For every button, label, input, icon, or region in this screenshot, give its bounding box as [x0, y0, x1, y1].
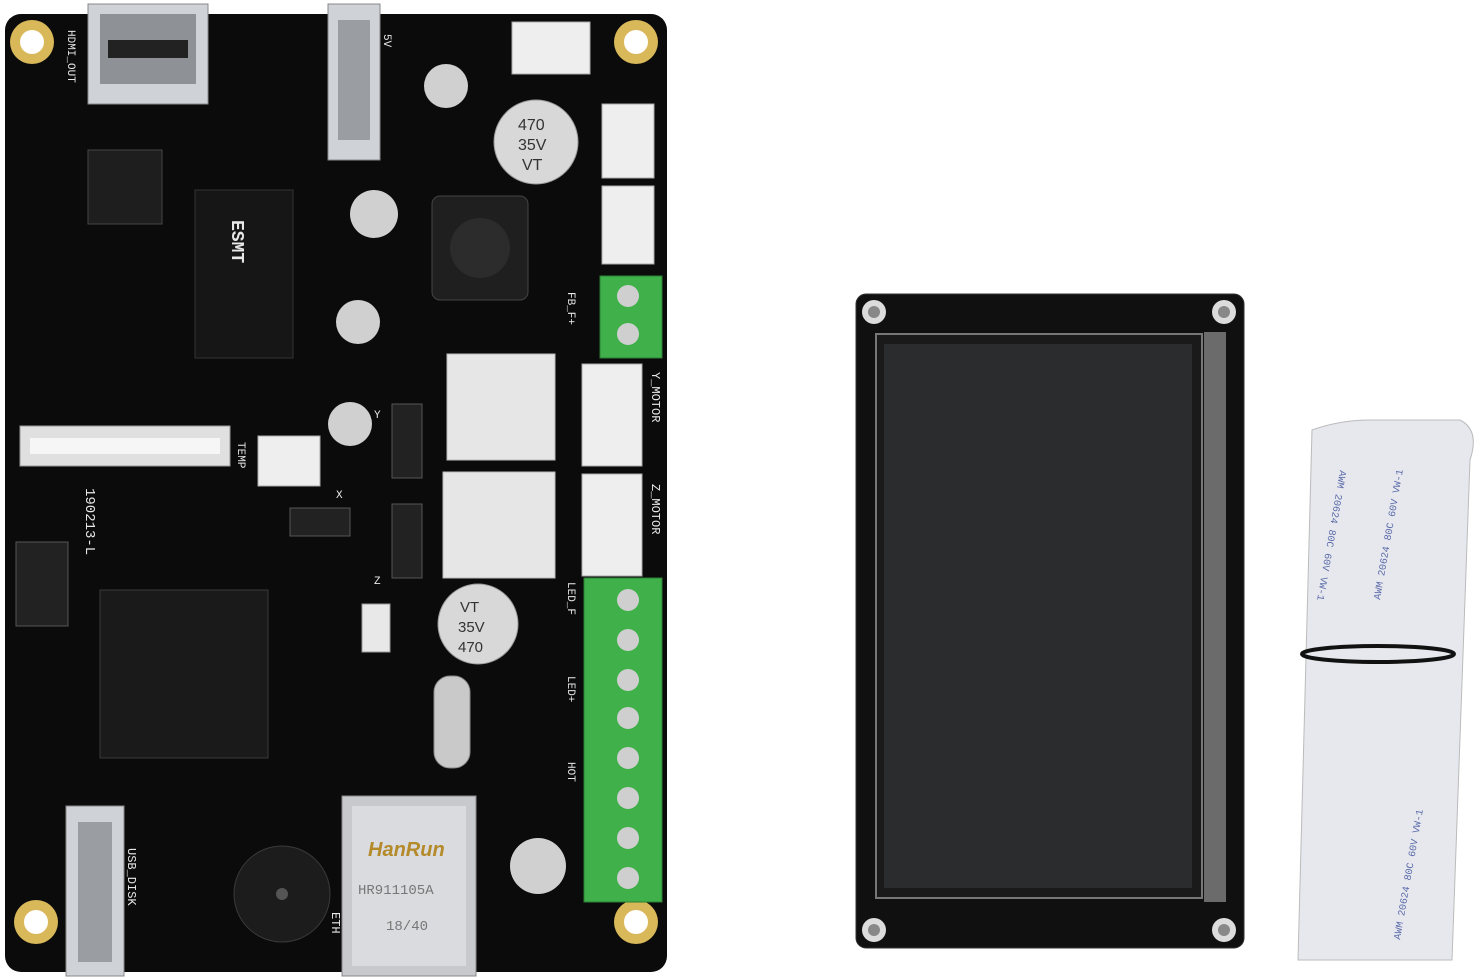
z-motor-connector — [581, 473, 643, 577]
control-board: HDMI_OUT 5V ESMT 470 35V VT VT 35V 470 — [5, 3, 667, 977]
reset-button — [361, 603, 391, 653]
svg-text:35V: 35V — [518, 137, 547, 154]
x-label: X — [336, 490, 343, 502]
lcd-display — [855, 293, 1245, 949]
svg-text:VT: VT — [522, 157, 543, 174]
eth-label: ETH — [328, 912, 342, 934]
five-v-label: 5V — [380, 34, 392, 48]
led-f-label: LED_F — [564, 582, 576, 615]
temp-label: TEMP — [234, 442, 246, 469]
y-label: Y — [374, 410, 381, 422]
y-motor-connector — [581, 363, 643, 467]
hdmi-port — [87, 3, 209, 105]
ram-chip — [194, 189, 294, 359]
capacitor-top: 470 35V VT — [493, 99, 579, 185]
terminal-block-bottom — [583, 577, 663, 903]
hot-label: HOT — [564, 762, 576, 782]
capacitor-bottom: VT 35V 470 — [437, 583, 519, 665]
z-motor-label: Z_MOTOR — [648, 484, 662, 534]
z-label: Z — [374, 576, 381, 588]
terminal-block-top — [599, 275, 663, 359]
svg-text:470: 470 — [518, 117, 545, 134]
hdmi-out-label: HDMI_OUT — [64, 30, 76, 83]
y-motor-label: Y_MOTOR — [648, 372, 662, 422]
fb-label: FB_F+ — [564, 292, 576, 325]
mcu-chip — [99, 589, 269, 759]
connector-top — [511, 21, 591, 75]
rubber-band — [1300, 644, 1456, 664]
ethernet-jack: HanRun HR911105A 18/40 — [341, 795, 477, 977]
ribbon-cable: AWM 20624 80C 60V VW-1 AWM 20624 80C 60V… — [1297, 419, 1474, 961]
heatsink-1 — [446, 353, 556, 461]
svg-text:HanRun: HanRun — [368, 839, 445, 861]
screen-panel — [884, 344, 1192, 888]
chip-small — [87, 149, 163, 225]
ram-chip-label: ESMT — [226, 220, 246, 263]
svg-text:VT: VT — [460, 599, 479, 616]
mounting-hole-icon — [10, 20, 658, 944]
svg-text:HR911105A: HR911105A — [358, 883, 434, 899]
svg-text:470: 470 — [458, 639, 483, 656]
usb-disk-port — [65, 805, 125, 977]
usb-disk-label: USB_DISK — [124, 848, 138, 906]
pcb-code-label: 190213-L — [81, 488, 97, 555]
usb-port-top — [327, 3, 381, 161]
led-label: LED+ — [564, 676, 576, 702]
heatsink-2 — [442, 471, 556, 579]
svg-text:35V: 35V — [458, 619, 485, 636]
svg-text:18/40: 18/40 — [386, 919, 428, 935]
